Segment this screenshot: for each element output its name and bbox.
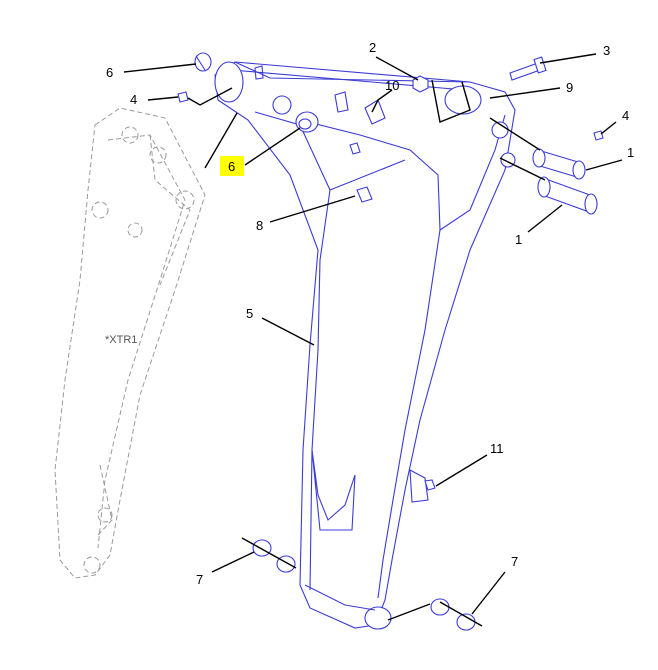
bushings-7-right	[430, 598, 476, 631]
callout-1-lower: 1	[515, 232, 522, 247]
bushing-8	[356, 186, 373, 203]
pin-1-lower	[537, 176, 598, 215]
ghost-arm-reference: *XTR1	[54, 107, 206, 579]
callout-4-left: 4	[130, 92, 137, 107]
callout-10: 10	[385, 78, 399, 93]
pin-1-upper	[532, 148, 586, 180]
reference-label: *XTR1	[105, 334, 137, 346]
boom-assembly	[214, 61, 516, 630]
callout-6-top: 6	[106, 65, 113, 80]
leader-lines	[123, 53, 623, 627]
callout-7-right: 7	[511, 554, 518, 569]
callout-6-highlighted: 6	[228, 159, 235, 174]
callout-11: 11	[490, 441, 504, 456]
bolt-3	[509, 56, 547, 81]
callout-labels: 6 4 6 8 5 2 10 3 9 4 1 1 11 7 7	[106, 40, 634, 587]
highlight-box	[220, 156, 244, 176]
callout-8: 8	[256, 218, 263, 233]
bolt-11	[424, 479, 436, 491]
bushing-6-center	[295, 111, 319, 133]
callout-4-right: 4	[622, 108, 629, 123]
callout-5: 5	[246, 306, 253, 321]
fitting-4-right	[593, 130, 604, 141]
callout-3: 3	[603, 43, 610, 58]
callout-1-upper: 1	[627, 145, 634, 160]
fitting-4-left	[177, 91, 189, 103]
callout-2: 2	[369, 40, 376, 55]
bushing-6-left	[194, 52, 212, 72]
callout-7-left: 7	[196, 572, 203, 587]
callout-9: 9	[566, 80, 573, 95]
